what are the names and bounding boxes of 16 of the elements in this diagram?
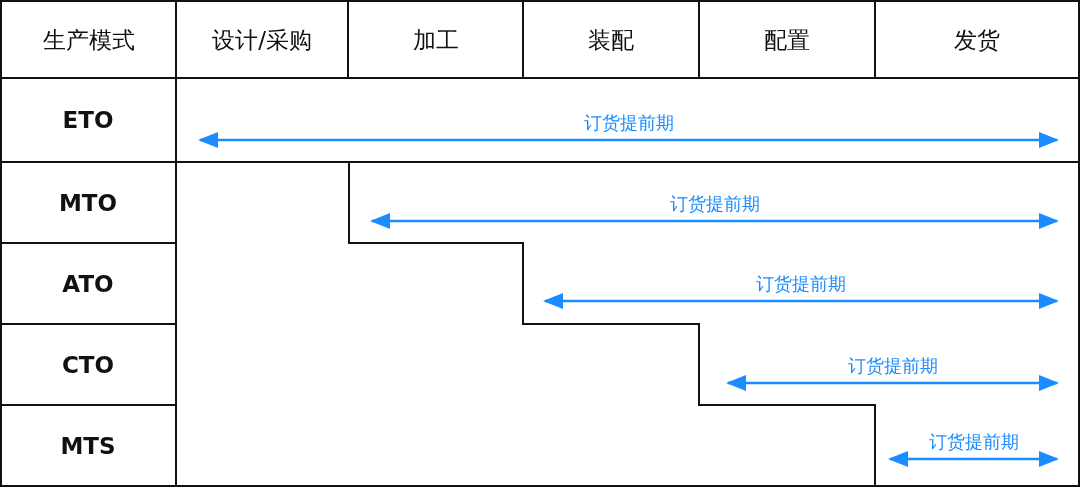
- row-header: MTO: [58, 189, 118, 216]
- column-header: 发货: [954, 25, 1000, 55]
- row-header: ATO: [62, 270, 114, 297]
- row-header: MTS: [60, 432, 116, 459]
- row-header: CTO: [61, 351, 115, 378]
- lead-time-label: 订货提前期: [928, 430, 1019, 454]
- column-header: 生产模式: [42, 25, 135, 55]
- lead-time-label: 订货提前期: [756, 272, 846, 296]
- lead-time-label: 订货提前期: [847, 354, 938, 378]
- column-header: 加工: [412, 25, 459, 55]
- lead-time-label: 订货提前期: [669, 192, 760, 216]
- column-header: 配置: [764, 25, 810, 55]
- column-header: 设计/采购: [212, 25, 312, 55]
- column-header: 装配: [588, 25, 634, 55]
- row-header: ETO: [62, 107, 114, 133]
- lead-time-label: 订货提前期: [583, 111, 674, 135]
